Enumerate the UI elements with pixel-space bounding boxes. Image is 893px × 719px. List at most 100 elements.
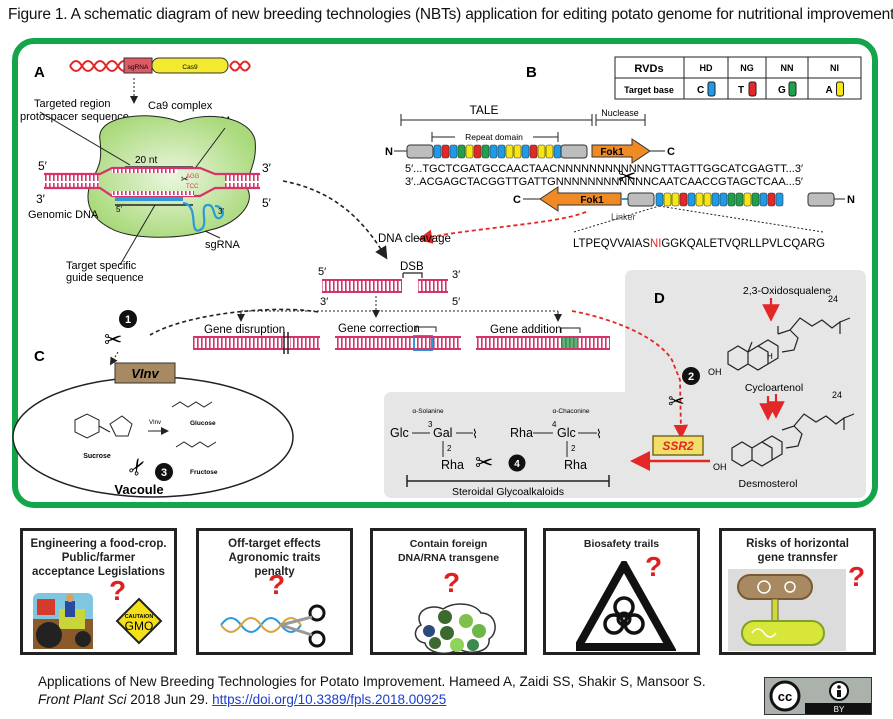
guide-sequence [115,197,183,201]
tale-repeat-unit [727,192,736,207]
concern-panel-horizontal-transfer: Risks of horizontal gene trannsfer ? [719,528,876,655]
vacuole-shape [12,376,294,498]
panel-d-label: D [654,290,665,307]
publication-date: 2018 Jun 29. [126,692,213,707]
tale-repeat-unit [711,192,720,207]
outcome-gene-disruption: Gene disruption [204,324,285,336]
sign-bottom-text: GMO [125,619,154,633]
targeted-region-label: Targeted region [34,98,110,110]
cas9-block-label: Cas9 [182,64,198,71]
step-3-badge [155,463,173,481]
svg-text:3′: 3′ [320,296,328,308]
svg-text:⌇: ⌇ [472,427,478,441]
target-guide-label-2: guide sequence [66,272,144,284]
solanine-gal: Gal [433,426,452,440]
concern-title: Contain foreign DNA/RNA transgene [397,538,500,564]
concern-panel-acceptance: Engineering a food-crop. Public/farmer a… [20,528,177,655]
question-mark-icon: ? [443,567,461,598]
sucrose-label: Sucrose [83,453,111,460]
arrow-to-ssr2 [571,310,689,440]
solanine-rha: Rha [441,458,464,472]
vacuole-label: Vacoule [114,482,163,497]
target-base-a: A [826,85,833,96]
five-prime-right: 5′ [262,196,272,210]
tale-repeat-unit [505,144,514,159]
cas9-block [151,57,229,74]
dsb-right-fragment [418,280,448,292]
carbon-24-label-2: 24 [832,390,842,400]
dsb-left-fragment [322,280,402,292]
step-4-badge [508,454,526,472]
step-2-number: 2 [688,371,694,383]
farmer-tractor-illustration: CAUTAION GMO [33,593,163,649]
repeat-domain-label: Repeat domain [465,132,523,142]
question-mark-icon: ? [268,569,286,600]
question-mark-icon: ? [848,561,866,592]
guide-five-prime: 5' [116,205,122,214]
cc-by-license-badge[interactable]: cc BY [764,677,872,715]
solanine-label: α-Solanine [412,408,444,415]
doi-link[interactable]: https://doi.org/10.3389/fpls.2018.00925 [212,692,447,707]
svg-text:5′: 5′ [452,296,460,308]
cc-icon [769,680,801,712]
sucrose-structure [74,413,133,439]
dna-sequence-bottom: 3′..ACGAGCTACGGTTGATTGNNNNNNNNNNNNCAATCA… [405,176,803,188]
fok1-top [591,138,651,164]
tale-repeat-unit [743,192,752,207]
tale-repeat-unit [521,144,530,159]
tale-repeat-unit [457,144,466,159]
citation-line-1: Applications of New Breeding Technologie… [38,674,706,689]
cas9-protein-shape [87,115,256,238]
cell-cluster-illustration [414,603,496,655]
carbon-24-label-1: 24 [828,294,838,304]
sga-scissors-icon: ✂ [475,450,493,475]
dna-sequence-top: 5′...TGCTCGATGCCAACTAACNNNNNNNNNNNNGTTAG… [405,163,803,175]
sgrna-label: sgRNA [205,239,241,251]
dsb-label: DSB [400,261,424,273]
concern-title: Off-target effects Agronomic traits pena… [228,538,321,578]
svg-text:2: 2 [571,444,576,453]
question-mark-icon: ? [109,575,127,606]
protospacer-label: protospacer sequence [20,111,129,123]
target-base-t: T [738,85,744,96]
step-3-number: 3 [161,467,167,479]
c-terminus-bottom: C [513,194,521,206]
tale-c-domain-bottom [627,192,655,207]
concern-title: Engineering a food-crop. Public/farmer a… [30,538,167,578]
tale-repeat-unit [497,144,506,159]
genomic-dna-label: Genomic DNA [28,209,99,221]
vinv-gene-box [114,362,176,384]
n-terminus-bottom: N [847,194,855,206]
tale-repeat-unit [441,144,450,159]
tale-repeat-unit [449,144,458,159]
citation-block: Applications of New Breeding Technologie… [38,673,706,709]
panel-a-label: A [34,64,45,81]
concern-panel-biosafety: Biosafety trails ? [543,528,700,655]
concern-title: Risks of horizontal gene trannsfer [746,538,849,564]
ssr2-scissors-icon: ✂ [668,391,685,413]
dna-cleavage-label: DNA cleavage [378,233,451,245]
tale-repeat-unit [513,144,522,159]
biohazard-warning-icon [576,561,676,651]
tale-repeat-unit [553,144,562,159]
tale-repeat-unit [703,192,712,207]
repeat-amino-acid-sequence: LTPEQVVAIASNIGGKQALETVQRLLPVLCQARG [573,238,825,250]
main-figure-frame [12,38,878,508]
tale-repeat-unit [481,144,490,159]
question-mark-icon: ? [645,551,663,582]
solanine-glc: Glc [390,426,409,440]
concern-panel-foreign-dna: Contain foreign DNA/RNA transgene ? [370,528,527,655]
concern-panel-off-target: Off-target effects Agronomic traits pena… [196,528,353,655]
panel-b-label: B [526,64,537,81]
cycloartenol-h: H [767,352,773,361]
cleavage-arrow-a [282,180,388,260]
linker-label: Linker [611,212,636,222]
sga-group-label: Steroidal Glycoalkaloids [452,486,564,498]
target-base-c: C [697,85,704,96]
target-guide-label-1: Target specific [66,260,137,272]
genomic-dna-right [225,174,260,188]
five-prime-left: 5′ [38,159,48,173]
product-label: Desmosterol [739,478,798,490]
ssr2-gene-label: SSR2 [662,439,694,453]
